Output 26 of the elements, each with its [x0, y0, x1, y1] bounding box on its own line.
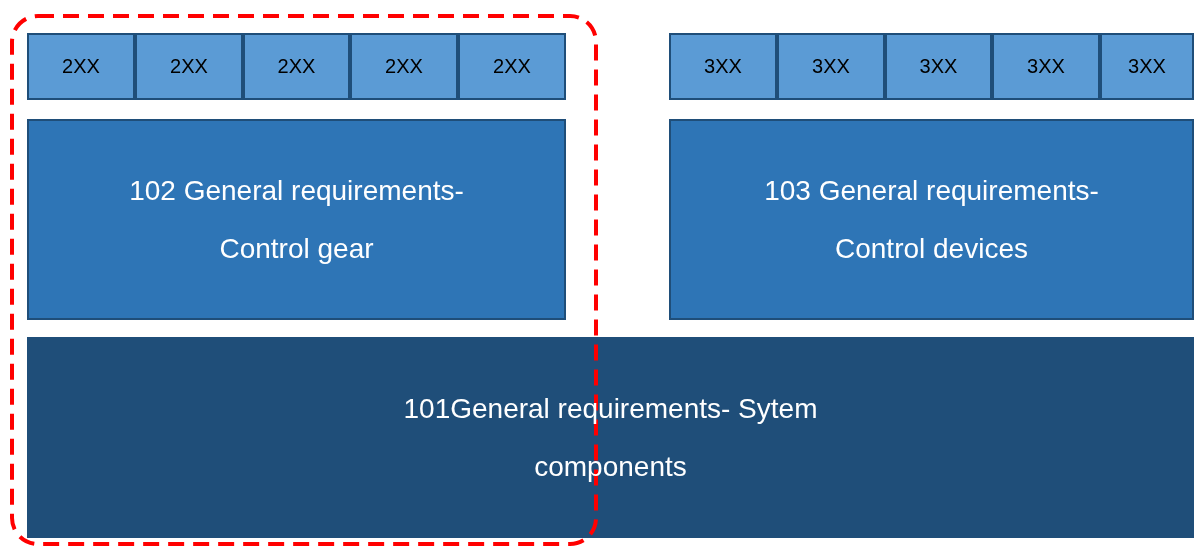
part-number: 3XX: [1128, 55, 1166, 78]
part-box: [27, 33, 135, 100]
part-number: 2XX: [277, 55, 316, 78]
requirements-block: [27, 119, 566, 320]
part-number: 3XX: [1027, 55, 1065, 78]
part-box: [243, 33, 350, 100]
part-box: [885, 33, 992, 100]
part-box: [992, 33, 1100, 100]
part-number: 2XX: [170, 55, 208, 78]
block-title: 102 General requirements- Control gear: [128, 173, 465, 266]
part-number: 2XX: [493, 55, 531, 78]
block-title: 103 General requirements- Control devices: [763, 173, 1100, 266]
part-box: [669, 33, 777, 100]
part-number: 3XX: [919, 55, 958, 78]
part-number: 3XX: [704, 55, 742, 78]
requirements-block: [669, 119, 1194, 320]
requirements-block: [27, 337, 1194, 538]
part-box: [135, 33, 243, 100]
part-box: [350, 33, 458, 100]
block-title: 101General requirements- Sytem components: [402, 391, 819, 484]
part-number: 2XX: [385, 55, 423, 78]
part-box: [1100, 33, 1194, 100]
part-number: 3XX: [812, 55, 850, 78]
part-box: [777, 33, 885, 100]
part-number: 2XX: [62, 55, 100, 78]
part-box: [458, 33, 566, 100]
